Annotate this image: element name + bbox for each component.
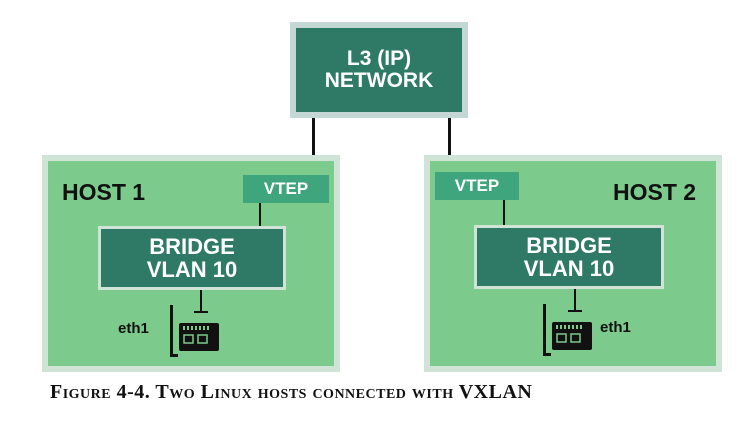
host2-nic-label: eth1 [600, 319, 631, 336]
figure-caption: Figure 4-4. Two Linux hosts connected wi… [50, 381, 533, 403]
network-card-icon [541, 304, 597, 358]
host2-bridge-line2: VLAN 10 [523, 256, 615, 281]
host1-nic-tick [194, 311, 208, 313]
host1-bridge-line2: VLAN 10 [146, 257, 238, 282]
host1-bridge-line1: BRIDGE [149, 233, 235, 259]
link-network-host1 [312, 115, 315, 163]
link-network-host2 [448, 115, 451, 163]
host2-vtep: VTEP [435, 172, 519, 200]
host1-nic-label: eth1 [118, 320, 149, 337]
host1-vtep-bridge-link [259, 203, 261, 229]
network-card-icon [168, 305, 224, 359]
network-label-line2: NETWORK [324, 69, 434, 92]
host2-vtep-bridge-link [503, 200, 505, 228]
host2-bridge-line1: BRIDGE [526, 232, 612, 258]
host2-nic-tick [568, 310, 582, 312]
host1-label: HOST 1 [62, 179, 146, 205]
host2-bridge-nic-link [574, 289, 576, 311]
host1-vtep: VTEP [243, 175, 329, 203]
host2-bridge: BRIDGE VLAN 10 [474, 225, 664, 289]
l3-network-box: L3 (IP) NETWORK [290, 22, 468, 118]
host1-bridge: BRIDGE VLAN 10 [98, 226, 286, 290]
host2-label: HOST 2 [613, 179, 697, 205]
host1-bridge-nic-link [200, 290, 202, 312]
network-label-line1: L3 (IP) [346, 46, 412, 70]
